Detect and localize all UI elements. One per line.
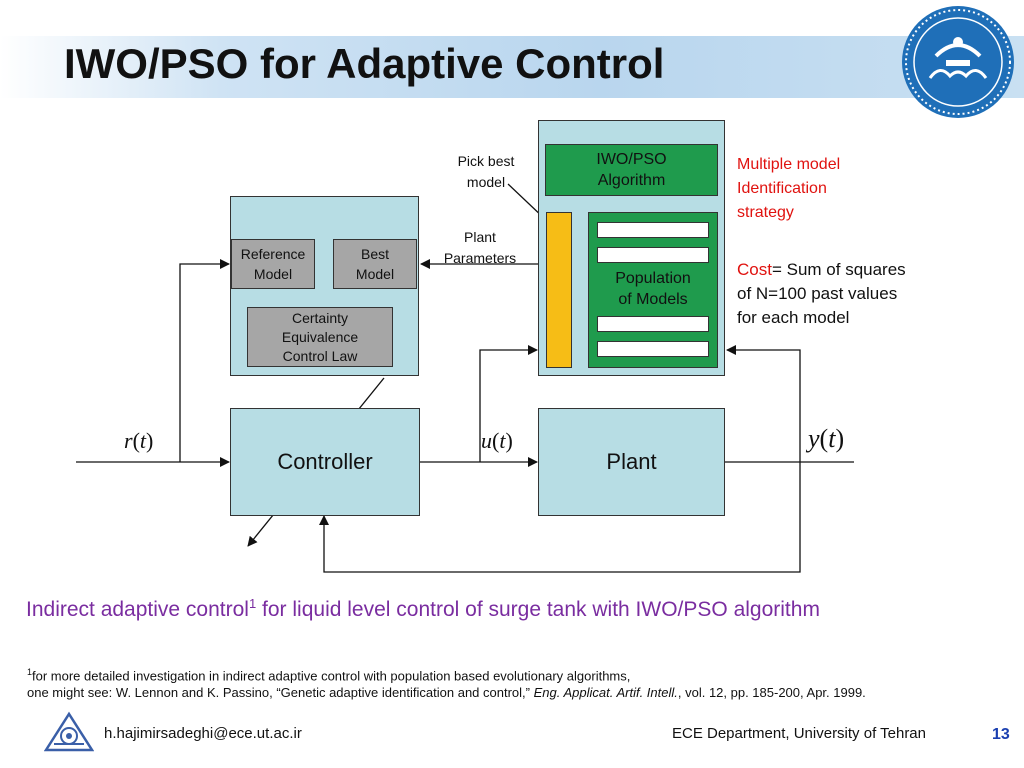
footnote-marker: 1 xyxy=(27,667,33,677)
iwo-pso-block: IWO/PSO Algorithm xyxy=(545,144,718,196)
reference-signal-label: r(t) xyxy=(124,428,153,454)
iwo-pso-label: IWO/PSO Algorithm xyxy=(596,151,667,189)
paren: ( xyxy=(492,428,500,453)
paren: ( xyxy=(132,428,140,453)
footnote-line-2: one might see: W. Lennon and K. Passino,… xyxy=(27,685,866,700)
model-bar xyxy=(597,316,709,332)
certainty-equivalence-label: Certainty Equivalence Control Law xyxy=(281,309,359,364)
plant-parameters-label: Plant Parameters xyxy=(443,229,517,266)
controller-block: Controller xyxy=(230,408,420,516)
department-logo xyxy=(44,711,94,752)
certainty-equivalence-block: Certainty Equivalence Control Law xyxy=(247,307,393,367)
footer-department: ECE Department, University of Tehran xyxy=(672,725,926,742)
reference-model-block: Reference Model xyxy=(231,239,315,289)
paren: ) xyxy=(835,424,845,453)
caption-text: Indirect adaptive control xyxy=(26,598,249,621)
reference-model-label: Reference Model xyxy=(240,246,306,282)
best-model-block: Best Model xyxy=(333,239,417,289)
slide-title: IWO/PSO for Adaptive Control xyxy=(64,40,665,87)
best-model-selector xyxy=(546,212,572,368)
page-number: 13 xyxy=(992,726,1010,743)
control-signal-label: u(t) xyxy=(481,428,513,454)
t-symbol: t xyxy=(499,428,506,453)
cost-note: Cost= Sum of squares of N=100 past value… xyxy=(737,258,906,330)
footnote-text-1: for more detailed investigation in indir… xyxy=(32,668,631,684)
pick-best-label: Pick best model xyxy=(457,153,515,190)
model-bar xyxy=(597,222,709,238)
footnote-text-3: , vol. 12, pp. 185-200, Apr. 1999. xyxy=(677,685,866,700)
r-symbol: r xyxy=(124,428,133,453)
model-bar xyxy=(597,341,709,357)
paren: ) xyxy=(146,428,154,453)
university-logo xyxy=(902,6,1014,118)
title-band xyxy=(0,36,1024,98)
figure-caption: Indirect adaptive control1 for liquid le… xyxy=(26,596,820,622)
paren: ( xyxy=(819,424,829,453)
u-symbol: u xyxy=(481,428,492,453)
cost-word: Cost xyxy=(737,260,772,279)
output-signal-label: y(t) xyxy=(808,424,844,454)
t-symbol: t xyxy=(139,428,147,453)
u-branch xyxy=(479,345,538,462)
t-symbol: t xyxy=(828,424,836,453)
controller-label: Controller xyxy=(277,449,373,474)
y-branch xyxy=(726,345,801,462)
model-bar xyxy=(597,247,709,263)
caption-rest: for liquid level control of surge tank w… xyxy=(256,598,820,621)
footnote-line-1: 1for more detailed investigation in indi… xyxy=(27,667,630,683)
feedback-loop xyxy=(319,462,801,573)
reference-branch xyxy=(179,259,230,462)
population-label: Population of Models xyxy=(615,270,691,308)
footnote-journal: Eng. Applicat. Artif. Intell. xyxy=(533,685,678,700)
footer-email: h.hajimirsadeghi@ece.ut.ac.ir xyxy=(104,725,302,742)
paren: ) xyxy=(505,428,513,453)
plant-label: Plant xyxy=(606,449,657,474)
cost-description: = Sum of squares of N=100 past values fo… xyxy=(737,260,906,327)
multiple-model-note: Multiple model Identification strategy xyxy=(737,156,841,221)
caption-footnote-marker: 1 xyxy=(248,596,257,611)
y-symbol: y xyxy=(808,424,820,453)
best-model-label: Best Model xyxy=(355,246,395,282)
footnote-text-2: one might see: W. Lennon and K. Passino,… xyxy=(27,685,534,700)
plant-block: Plant xyxy=(538,408,725,516)
